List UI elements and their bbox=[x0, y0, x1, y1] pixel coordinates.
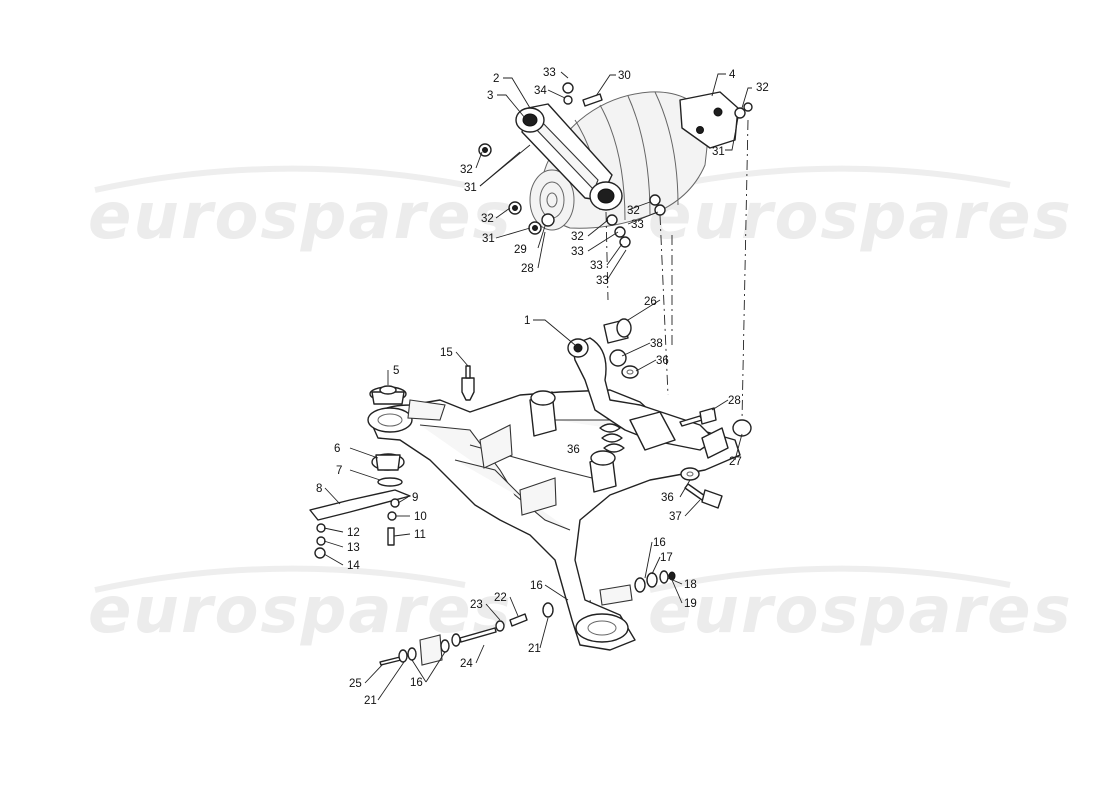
callout-4: 4 bbox=[729, 69, 736, 81]
callout-18: 18 bbox=[684, 579, 697, 591]
watermark-text: eurospares bbox=[88, 180, 513, 254]
stud-15 bbox=[461, 365, 475, 401]
callout-21: 21 bbox=[528, 643, 541, 655]
callout-32: 32 bbox=[627, 205, 640, 217]
callout-37: 37 bbox=[669, 511, 682, 523]
callout-31: 31 bbox=[712, 146, 725, 158]
callout-28: 28 bbox=[521, 263, 534, 275]
callout-36: 36 bbox=[567, 444, 580, 456]
callout-36: 36 bbox=[661, 492, 674, 504]
callout-33: 33 bbox=[571, 246, 584, 258]
rear-subframe bbox=[367, 389, 741, 651]
callout-26: 26 bbox=[644, 296, 657, 308]
leader-lines bbox=[323, 71, 752, 701]
callout-16: 16 bbox=[410, 677, 423, 689]
callout-27: 28 bbox=[728, 395, 741, 407]
callout-33: 33 bbox=[631, 219, 644, 231]
callout-13: 13 bbox=[347, 542, 360, 554]
callout-32: 32 bbox=[460, 164, 473, 176]
bolts-right bbox=[679, 407, 723, 509]
callout-36: 36 bbox=[656, 355, 669, 367]
callout-8: 8 bbox=[316, 483, 322, 495]
watermark-text: eurospares bbox=[648, 574, 1073, 648]
callout-2: 2 bbox=[493, 73, 499, 85]
callout-1: 1 bbox=[524, 315, 530, 327]
callout-31: 31 bbox=[482, 233, 495, 245]
callout-25: 25 bbox=[349, 678, 362, 690]
callout-30: 30 bbox=[618, 70, 631, 82]
callout-labels: 2 3 33 34 30 4 32 31 32 31 32 31 29 28 3… bbox=[316, 67, 769, 707]
callout-38: 38 bbox=[650, 338, 663, 350]
watermark-text: eurospares bbox=[648, 180, 1073, 254]
suspension-arm-1 bbox=[567, 337, 716, 451]
callout-33: 33 bbox=[543, 67, 556, 79]
callout-23: 23 bbox=[470, 599, 483, 611]
callout-12: 12 bbox=[347, 527, 360, 539]
callout-19: 19 bbox=[684, 598, 697, 610]
watermark-text: eurospares bbox=[88, 574, 513, 648]
callout-17: 17 bbox=[660, 552, 673, 564]
callout-5: 5 bbox=[393, 365, 399, 377]
upper-hardware bbox=[478, 82, 753, 248]
tie-bar-assembly bbox=[379, 570, 676, 666]
callout-9: 9 bbox=[412, 492, 418, 504]
callout-16: 16 bbox=[530, 580, 543, 592]
callout-32: 32 bbox=[481, 213, 494, 225]
callout-22: 22 bbox=[494, 592, 507, 604]
callout-32: 33 bbox=[590, 260, 603, 272]
callout-15: 15 bbox=[440, 347, 453, 359]
callout-29: 29 bbox=[514, 244, 527, 256]
callout-21: 21 bbox=[364, 695, 377, 707]
bushings-right bbox=[603, 318, 752, 481]
callout-3: 3 bbox=[487, 90, 493, 102]
callout-16: 16 bbox=[653, 537, 666, 549]
callout-26: 27 bbox=[729, 456, 742, 468]
callout-6: 6 bbox=[334, 443, 340, 455]
callout-24: 24 bbox=[460, 658, 473, 670]
callout-7: 7 bbox=[336, 465, 342, 477]
callout-34: 34 bbox=[534, 85, 547, 97]
callout-10: 10 bbox=[414, 511, 427, 523]
callout-11: 11 bbox=[414, 529, 426, 541]
callout-33: 33 bbox=[596, 275, 609, 287]
callout-32: 32 bbox=[756, 82, 769, 94]
callout-32: 32 bbox=[571, 231, 584, 243]
callout-14: 14 bbox=[347, 560, 360, 572]
upper-mount-bar bbox=[515, 103, 623, 211]
mount-bracket-4 bbox=[679, 91, 739, 149]
callout-31: 31 bbox=[464, 182, 477, 194]
